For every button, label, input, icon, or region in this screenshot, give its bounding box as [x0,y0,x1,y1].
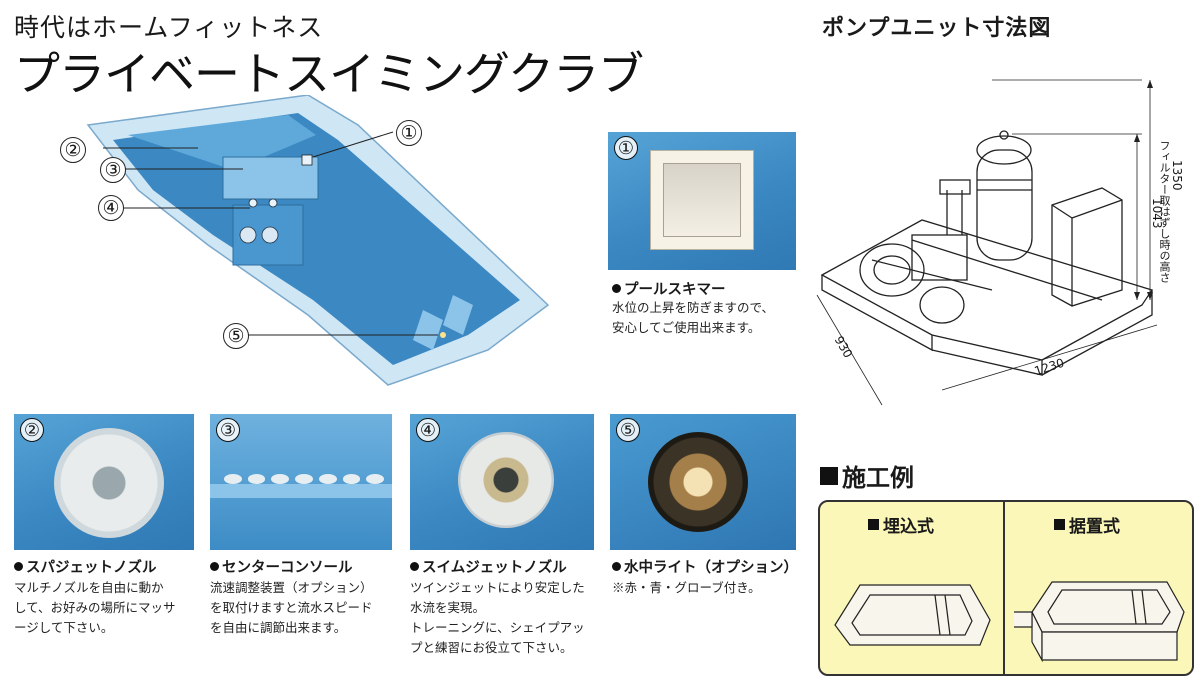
skimmer-opening [663,163,741,237]
console-strip [210,484,392,498]
outlet-icon [295,474,313,484]
installed-example [1012,572,1190,670]
caption-line: ツインジェットにより安定した [410,580,585,595]
callout-1: ① [396,120,422,146]
bullet-icon [612,284,621,293]
dim-height-total: 1350 [1170,160,1184,191]
photo-num-3: ③ [216,418,240,442]
caption-spa-body: マルチノズルを自由に動か して、お好みの場所にマッサ ージして下さい。 [14,578,176,638]
caption-line: を自由に調節出来ます。 [210,620,347,635]
installed-label: 据置式 [1054,512,1120,537]
square-bullet-icon [868,519,879,530]
dim-height-body: 1043 [1150,198,1164,229]
caption-swimjet-body: ツインジェットにより安定した 水流を実現。 トレーニングに、シェイプアッ プと練… [410,578,585,658]
photo-num-5: ⑤ [616,418,640,442]
caption-skimmer-body: 水位の上昇を防ぎますので、 安心してご使用出来ます。 [612,298,774,338]
photo-num-4: ④ [416,418,440,442]
caption-line: ※赤・青・グローブ付き。 [612,580,761,595]
embedded-example [830,575,995,670]
pump-unit-svg [816,79,1158,406]
photo-underwater-light: ⑤ [610,414,796,550]
caption-line: 水位の上昇を防ぎますので、 [612,300,775,315]
square-bullet-icon [1054,519,1065,530]
caption-skimmer-name: プールスキマー [624,282,726,298]
caption-console-body: 流速調整装置（オプション） を取付けますと流水スピード を自由に調節出来ます。 [210,578,373,638]
caption-line: マルチノズルを自由に動か [14,580,164,595]
caption-line: 安心してご使用出来ます。 [612,320,761,335]
pool-illustration-svg [86,94,550,386]
callout-5: ⑤ [223,323,249,349]
page-subtitle: 時代はホームフィットネス [14,13,324,42]
caption-skimmer-title: プールスキマー [612,278,726,299]
swim-nozzle-shape [458,432,554,528]
page-title: プライベートスイミングクラブ [14,47,644,101]
caption-console-title: センターコンソール [210,556,353,577]
outlet-icon [342,474,361,484]
caption-swimjet-title: スイムジェットノズル [410,556,567,577]
outlet-icon [224,474,242,484]
caption-light-name: 水中ライト（オプション） [624,560,798,576]
bullet-icon [410,562,419,571]
caption-line: して、お好みの場所にマッサ [14,600,176,615]
callout-3: ③ [100,157,126,183]
skimmer-frame [650,150,754,250]
square-bullet-icon [820,466,838,485]
photo-center-console: ③ [210,414,392,550]
photo-pool-skimmer: ① [608,132,796,270]
installed-label-text: 据置式 [1069,517,1120,537]
embedded-label: 埋込式 [868,512,934,537]
outlet-icon [318,474,337,484]
construction-divider [1003,502,1005,674]
caption-swimjet-name: スイムジェットノズル [422,560,567,576]
spa-nozzle-shape [54,428,164,538]
dim-note: フィルター取はずし時の高さ [1158,140,1171,283]
caption-line: プと練習にお役立て下さい。 [410,640,573,655]
caption-spa-title: スパジェットノズル [14,556,157,577]
embedded-label-text: 埋込式 [883,517,934,537]
outlet-icon [271,474,290,484]
construction-title-text: 施工例 [842,464,914,492]
embedded-example-svg [834,584,991,646]
callout-2: ② [60,137,86,163]
light-lens-shape [648,432,748,532]
caption-line: ージして下さい。 [14,620,114,635]
pool-illustration: ② ③ ④ ⑤ ① [58,94,578,395]
pump-unit-diagram: 1350 1043 フィルター取はずし時の高さ 930 1230 [812,60,1192,420]
callout-4: ④ [98,195,124,221]
installed-example-svg [1014,581,1185,663]
pump-diagram-title: ポンプユニット寸法図 [822,16,1052,41]
outlet-icon [247,474,266,484]
construction-title: 施工例 [820,458,914,493]
outlet-icon [366,474,385,484]
caption-spa-name: スパジェットノズル [26,560,157,576]
caption-light-title: 水中ライト（オプション） [612,556,798,577]
caption-line: トレーニングに、シェイプアッ [410,620,585,635]
photo-spa-jet-nozzle: ② [14,414,194,550]
caption-line: を取付けますと流水スピード [210,600,373,615]
photo-swim-jet-nozzle: ④ [410,414,594,550]
console-outlets [224,474,385,488]
photo-num-2: ② [20,418,44,442]
bullet-icon [612,562,621,571]
caption-light-body: ※赤・青・グローブ付き。 [612,578,761,598]
bullet-icon [14,562,23,571]
caption-console-name: センターコンソール [222,560,353,576]
bullet-icon [210,562,219,571]
caption-line: 流速調整装置（オプション） [210,580,373,595]
photo-num-1: ① [614,136,638,160]
caption-line: 水流を実現。 [410,600,486,615]
